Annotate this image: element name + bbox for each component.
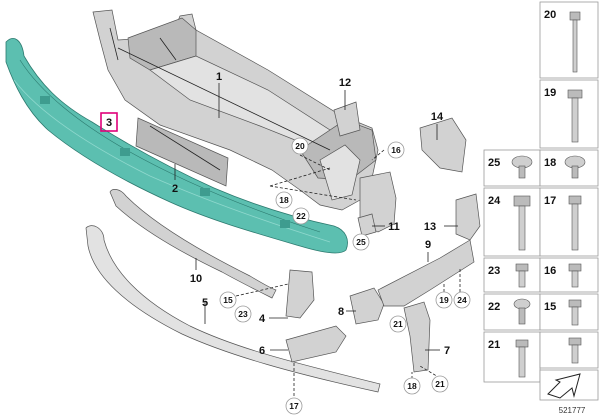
svg-text:25: 25: [488, 157, 500, 169]
bracket-14[interactable]: [419, 117, 467, 173]
label-6[interactable]: 6: [259, 345, 265, 357]
fastener-cell-20[interactable]: 20: [539, 1, 599, 79]
label-9[interactable]: 9: [425, 239, 431, 251]
label-5[interactable]: 5: [202, 297, 208, 309]
fastener-cell-21[interactable]: 21: [483, 331, 541, 383]
svg-text:24: 24: [457, 295, 467, 305]
label-2[interactable]: 2: [172, 183, 178, 195]
label-4[interactable]: 4: [259, 313, 266, 325]
callout-25[interactable]: 25: [352, 233, 370, 251]
callout-18-top[interactable]: 18: [275, 191, 293, 209]
callout-18-bottom[interactable]: 18: [403, 377, 421, 395]
callout-24[interactable]: 24: [453, 291, 471, 309]
svg-text:23: 23: [238, 309, 248, 319]
svg-text:20: 20: [544, 9, 556, 21]
svg-text:16: 16: [391, 145, 401, 155]
label-3[interactable]: 3: [106, 117, 112, 129]
callout-17[interactable]: 17: [285, 397, 303, 415]
foam-pad[interactable]: [135, 117, 229, 187]
fastener-panel: 20 19 25 18 24: [483, 1, 599, 415]
fastener-cell-24[interactable]: 24: [483, 187, 541, 257]
bracket-8[interactable]: [349, 287, 385, 325]
svg-text:22: 22: [296, 211, 306, 221]
trim-strip[interactable]: [109, 189, 277, 299]
label-1[interactable]: 1: [216, 71, 222, 83]
label-12[interactable]: 12: [339, 77, 351, 89]
fastener-cell-15[interactable]: 15: [539, 293, 599, 331]
bracket-9[interactable]: [377, 239, 475, 307]
callout-23[interactable]: 23: [234, 305, 252, 323]
svg-text:21: 21: [488, 339, 500, 351]
svg-text:16: 16: [544, 265, 556, 277]
bracket-4[interactable]: [285, 269, 315, 319]
bracket-7[interactable]: [403, 301, 431, 373]
callout-20[interactable]: 20: [291, 137, 309, 155]
svg-text:21: 21: [393, 319, 403, 329]
part-labels: 3 1 2 12 14 13 11 9 10 5 4 8 6 7: [100, 71, 450, 357]
fastener-cell-15b: [539, 331, 599, 369]
energy-absorber[interactable]: [5, 38, 348, 254]
bracket-13[interactable]: [455, 193, 481, 241]
label-8[interactable]: 8: [338, 306, 344, 318]
arrow-icon: [547, 373, 581, 399]
svg-text:24: 24: [488, 195, 501, 207]
callout-16[interactable]: 16: [387, 141, 405, 159]
diagram-number: 521777: [559, 406, 586, 415]
svg-text:15: 15: [544, 301, 556, 313]
svg-text:19: 19: [439, 295, 449, 305]
svg-text:17: 17: [544, 195, 556, 207]
svg-text:17: 17: [289, 401, 299, 411]
fastener-cell-17[interactable]: 17: [539, 187, 599, 257]
svg-text:18: 18: [407, 381, 417, 391]
arrow-cell: [539, 369, 599, 401]
callout-19[interactable]: 19: [435, 291, 453, 309]
callout-21-upper[interactable]: 21: [389, 315, 407, 333]
fastener-cell-25[interactable]: 25: [483, 149, 541, 187]
svg-text:20: 20: [295, 141, 305, 151]
svg-text:18: 18: [544, 157, 556, 169]
fastener-cell-22[interactable]: 22: [483, 293, 541, 331]
bracket-6[interactable]: [285, 325, 347, 363]
fastener-cell-18[interactable]: 18: [539, 149, 599, 187]
svg-text:25: 25: [356, 237, 366, 247]
callout-15[interactable]: 15: [219, 291, 237, 309]
clip-11[interactable]: [357, 213, 377, 237]
bracket-12[interactable]: [333, 101, 361, 137]
label-14[interactable]: 14: [431, 111, 444, 123]
fastener-cell-16[interactable]: 16: [539, 257, 599, 293]
highlight-box: [100, 112, 118, 132]
fastener-cell-23[interactable]: 23: [483, 257, 541, 293]
svg-text:15: 15: [223, 295, 233, 305]
fastener-callouts: 20 16 18 22 25 15 23 21 19 24 18 21 17: [219, 137, 471, 415]
label-13[interactable]: 13: [424, 221, 436, 233]
fastener-cell-19[interactable]: 19: [539, 79, 599, 149]
label-7[interactable]: 7: [444, 345, 450, 357]
svg-text:21: 21: [435, 379, 445, 389]
svg-text:19: 19: [544, 87, 556, 99]
svg-text:23: 23: [488, 265, 500, 277]
svg-text:18: 18: [279, 195, 289, 205]
svg-text:22: 22: [488, 301, 500, 313]
label-10[interactable]: 10: [190, 273, 202, 285]
label-11[interactable]: 11: [388, 221, 400, 233]
lower-trim[interactable]: [85, 225, 381, 393]
bumper-carrier[interactable]: [92, 9, 379, 211]
callout-21-lower[interactable]: 21: [431, 375, 449, 393]
callout-22[interactable]: 22: [292, 207, 310, 225]
